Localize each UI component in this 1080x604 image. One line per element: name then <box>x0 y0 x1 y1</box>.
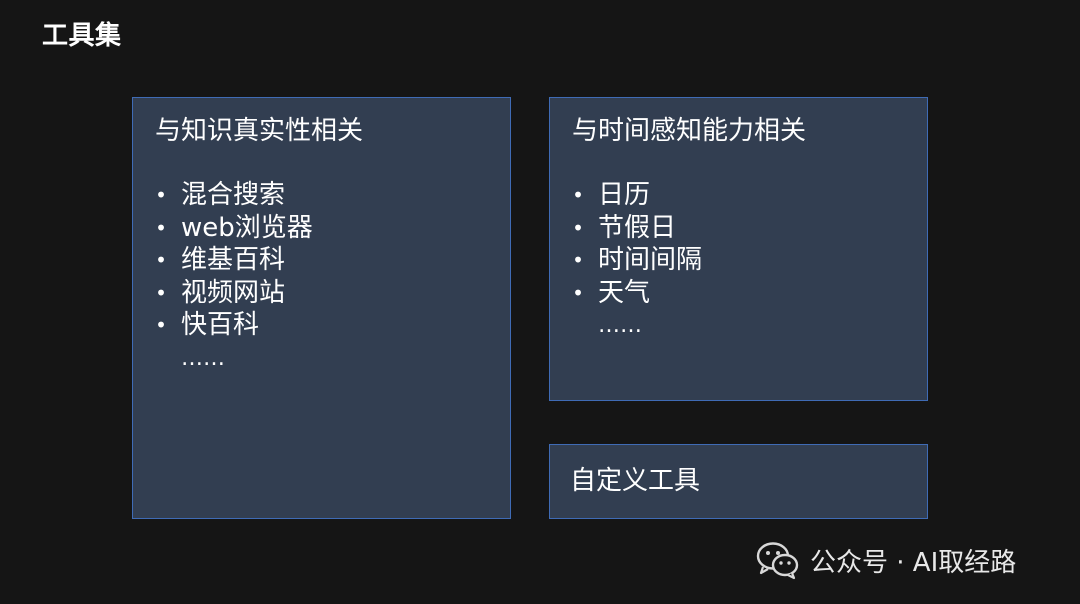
list-item-label: 维基百科 <box>181 245 286 276</box>
list-item: • 日历 <box>572 179 702 212</box>
list-item-label: 时间间隔 <box>598 245 703 276</box>
bullet-icon: • <box>155 215 167 240</box>
watermark-text: 公众号 · AI取经路 <box>810 547 1017 578</box>
bullet-icon: • <box>572 248 584 273</box>
time-card-title: 与时间感知能力相关 <box>572 116 807 146</box>
time-perception-card: 与时间感知能力相关 • 日历 • 节假日 • 时间间隔 • 天气 …… <box>549 97 928 401</box>
list-item-label: 日历 <box>598 180 651 210</box>
bullet-icon: • <box>155 248 167 273</box>
knowledge-card-title: 与知识真实性相关 <box>155 116 364 146</box>
more-ellipsis: …… <box>181 346 225 371</box>
list-item: • 时间间隔 <box>572 244 702 277</box>
bullet-icon: • <box>572 183 584 207</box>
list-item-label: web浏览器 <box>181 212 313 243</box>
page-title: 工具集 <box>42 21 122 51</box>
list-item: • 视频网站 <box>155 277 313 310</box>
list-item: • 混合搜索 <box>155 179 313 212</box>
list-item-label: 混合搜索 <box>181 180 286 210</box>
more-ellipsis: …… <box>598 313 642 338</box>
knowledge-tool-list: • 混合搜索 • web浏览器 • 维基百科 • 视频网站 • 快百科 <box>155 179 313 342</box>
wechat-icon <box>756 542 799 580</box>
list-item-label: 节假日 <box>598 212 677 243</box>
time-tool-list: • 日历 • 节假日 • 时间间隔 • 天气 <box>572 179 702 309</box>
list-item: • web浏览器 <box>155 212 313 245</box>
bullet-icon: • <box>155 313 167 338</box>
knowledge-authenticity-card: 与知识真实性相关 •混合搜索 •web浏览器 •维基百科 •视频网站 •快百科 … <box>132 97 511 519</box>
list-item-label: 视频网站 <box>181 277 286 308</box>
bullet-icon: • <box>155 280 167 305</box>
bullet-icon: • <box>572 280 584 305</box>
watermark: 公众号 · AI取经路 <box>756 539 1016 581</box>
list-item: • 快百科 <box>155 309 313 342</box>
bullet-icon: • <box>572 215 584 240</box>
list-item: • 节假日 <box>572 212 702 245</box>
custom-tools-card: 自定义工具 <box>549 444 928 519</box>
bullet-icon: • <box>155 183 167 207</box>
list-item-label: 快百科 <box>181 310 260 341</box>
list-item-label: 天气 <box>598 277 651 308</box>
list-item: • 维基百科 <box>155 244 313 277</box>
list-item: • 天气 <box>572 277 702 310</box>
custom-card-title: 自定义工具 <box>570 466 701 496</box>
